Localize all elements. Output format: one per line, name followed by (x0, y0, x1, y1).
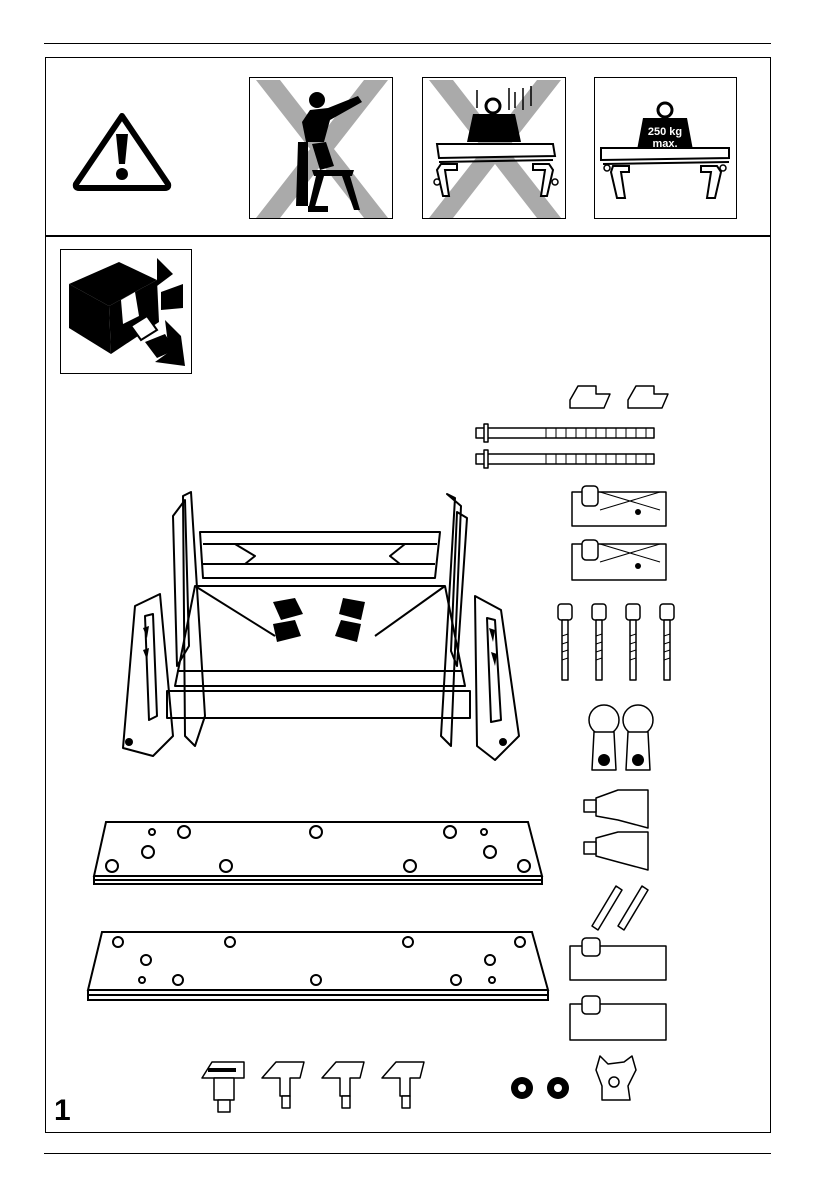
max-load-label: 250 kg max. (635, 126, 695, 150)
unpack-panel (60, 249, 192, 374)
max-load-value: 250 kg (635, 126, 695, 138)
bottom-rule (44, 1153, 771, 1154)
top-rule (44, 43, 771, 44)
max-load-panel: 250 kg max. (594, 77, 737, 219)
no-dropping-load-icon (423, 78, 566, 219)
step-number: 1 (54, 1096, 71, 1126)
warning-triangle-icon (70, 110, 174, 192)
no-standing-panel (249, 77, 393, 219)
small-parts-row (196, 1050, 656, 1120)
bench-frame-illustration (105, 486, 530, 771)
unpack-box-icon (61, 250, 192, 374)
parts-column (470, 380, 690, 1120)
section-divider (45, 235, 771, 237)
no-standing-on-bench-icon (250, 78, 393, 219)
max-load-unit: max. (635, 138, 695, 150)
no-dropping-panel (422, 77, 566, 219)
